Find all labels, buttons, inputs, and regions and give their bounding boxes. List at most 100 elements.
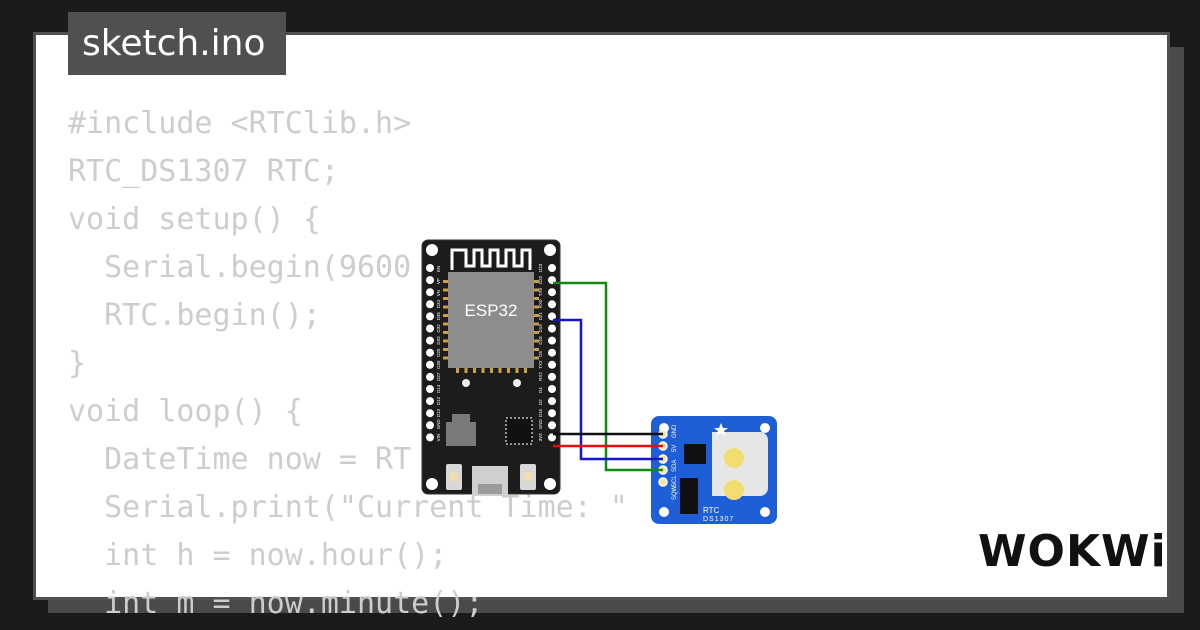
led (513, 379, 521, 387)
rtc-module[interactable]: RTC DS1307 GND 5V SDA SCL SQW (651, 416, 777, 524)
code-line: void loop() { (68, 394, 303, 429)
esp32-pin-label: D35 (436, 312, 441, 321)
module-pad (456, 368, 459, 373)
esp32-pin[interactable] (548, 372, 556, 381)
module-pad (507, 368, 510, 373)
module-pad (534, 288, 539, 292)
esp32-pin[interactable] (548, 288, 556, 297)
esp32-pin[interactable] (548, 421, 556, 430)
rtc-chip-label: DS1307 (703, 516, 734, 523)
module-pad (443, 348, 448, 351)
regulator (446, 422, 476, 446)
code-line: RTC_DS1307 RTC; (68, 154, 339, 189)
wire-sda[interactable] (553, 318, 663, 461)
esp32-pin[interactable] (548, 300, 556, 309)
module-pad (443, 280, 448, 283)
esp32-pin-label: D27 (436, 372, 441, 381)
module-pad (498, 368, 502, 373)
module-pad (443, 339, 448, 343)
rtc-label: RTC (703, 506, 720, 515)
rtc-pin-label: SDA (672, 460, 678, 472)
esp32-pin[interactable] (426, 336, 434, 345)
esp32-pin[interactable] (426, 276, 434, 285)
esp32-pin[interactable] (548, 312, 556, 321)
module-pad (524, 368, 527, 373)
esp32-pin[interactable] (426, 433, 434, 442)
module-pad (473, 368, 476, 373)
code-card (33, 32, 1170, 600)
esp32-pin-label: D34 (436, 300, 441, 309)
module-pad (443, 356, 448, 360)
code-line: Serial.print("Current Time: " (68, 490, 628, 525)
esp32-pin[interactable] (548, 336, 556, 345)
esp32-pin-label: D32 (436, 324, 441, 333)
esp32-pin-label: RX2 (538, 372, 543, 381)
code-line: int h = now.hour(); (68, 538, 448, 573)
esp32-pin-label: D15 (538, 408, 543, 417)
module-pad (443, 305, 448, 309)
code-line: int m = now.minute(); (68, 586, 484, 621)
led (462, 379, 470, 387)
code-line: void setup() { (68, 202, 321, 237)
rtc-pin[interactable] (658, 477, 668, 487)
usb-chip (505, 417, 533, 445)
esp32-pin[interactable] (426, 397, 434, 406)
esp32-pin-label: 3V3 (538, 433, 543, 442)
module-pad (443, 331, 448, 334)
wokwi-logo: WOKWi (978, 526, 1167, 577)
module-pad (534, 331, 539, 334)
esp32-pin[interactable] (426, 385, 434, 393)
code-line: Serial.begin(9600 (68, 250, 412, 285)
esp32-pin[interactable] (426, 264, 434, 272)
esp32-pin[interactable] (548, 324, 556, 333)
esp32-pin[interactable] (426, 360, 434, 369)
esp32-pin-label: VP (436, 278, 441, 284)
esp32-pin-label: D23 (538, 263, 543, 272)
module-pad (464, 368, 468, 373)
esp32-pin-label: D26 (436, 360, 441, 369)
esp32-pin[interactable] (548, 397, 556, 406)
esp32-pin-label: D13 (436, 408, 441, 417)
esp32-pin[interactable] (426, 324, 434, 333)
esp32-pin[interactable] (426, 348, 434, 357)
esp32-pin-label: D25 (436, 348, 441, 357)
esp32-pin[interactable] (548, 348, 556, 357)
module-pad (534, 314, 539, 317)
esp32-pin[interactable] (548, 360, 556, 369)
module-pad (443, 297, 448, 300)
esp32-pin-label: TX2 (538, 360, 543, 369)
esp32-pin[interactable] (548, 385, 556, 393)
code-editor: #include <RTClib.h>RTC_DS1307 RTC;void s… (68, 100, 628, 628)
module-pad (534, 280, 539, 283)
module-pad (443, 288, 448, 292)
esp32-pin[interactable] (426, 312, 434, 321)
esp32-pin[interactable] (548, 409, 556, 418)
code-line: } (68, 346, 87, 381)
wire-scl[interactable] (553, 281, 663, 472)
esp32-pin-label: GND (436, 419, 441, 430)
esp32-pin-label: D14 (436, 384, 441, 393)
esp32-pin-label: RX0 (538, 299, 543, 308)
esp32-pin-label: D4 (538, 387, 543, 393)
esp32-pin-label: GND (538, 419, 543, 430)
module-pad (534, 297, 539, 300)
esp32-pin[interactable] (426, 288, 434, 297)
module-pad (534, 339, 539, 343)
esp32-pin-label: D5 (538, 350, 543, 356)
module-pad (534, 356, 539, 360)
rtc-chip (684, 444, 706, 464)
rtc-pin-label: SCL (672, 475, 678, 487)
code-line: RTC.begin(); (68, 298, 321, 333)
esp32-pin[interactable] (548, 433, 556, 442)
esp32-pin[interactable] (426, 409, 434, 418)
wires (553, 281, 663, 472)
esp32-module (448, 272, 534, 368)
esp32-pin[interactable] (548, 264, 556, 272)
rtc-pin-label: 5V (672, 445, 678, 452)
esp32-pin[interactable] (426, 372, 434, 381)
esp32-pin[interactable] (426, 421, 434, 430)
file-tab[interactable]: sketch.ino (68, 12, 286, 75)
esp32-pin[interactable] (426, 300, 434, 309)
